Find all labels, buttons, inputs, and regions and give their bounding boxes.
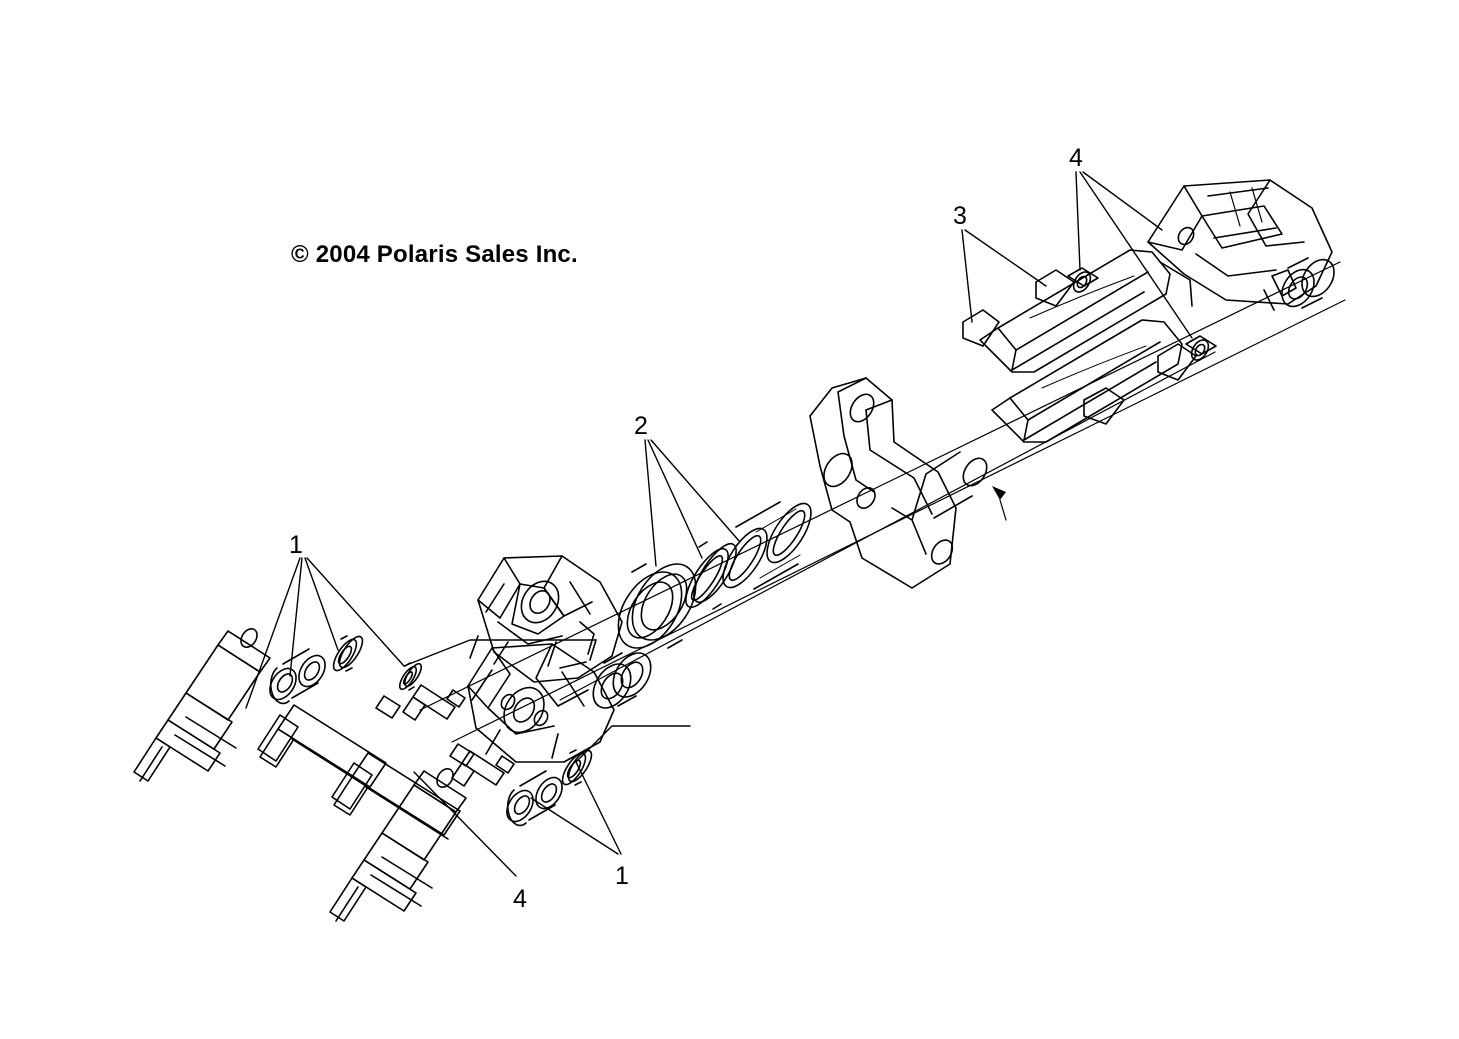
callout-3: 3: [953, 202, 967, 230]
bolt-sleeve-upper-right: [1067, 267, 1099, 293]
leader-lines: [245, 171, 1193, 877]
piston-seal-large: [617, 563, 697, 649]
hex-bolt-lower: [331, 743, 475, 840]
caliper-housing-right: [1147, 179, 1335, 311]
bushing-lower: [506, 770, 563, 827]
brake-pad-inner: [991, 319, 1197, 443]
slide-pin-upper: [133, 627, 271, 782]
brake-pad-outer: [962, 249, 1171, 373]
caliper-boss: [592, 652, 652, 709]
bleeder-screw-lower: [451, 750, 515, 787]
caliper-body: [467, 555, 623, 763]
slide-pin-lower: [329, 767, 467, 922]
callout-2: 2: [634, 412, 648, 440]
piston-1: [722, 501, 812, 590]
washer-lower-large: [561, 749, 593, 786]
copyright-notice: © 2004 Polaris Sales Inc.: [291, 241, 578, 268]
assembly-axis-lines: [419, 261, 1346, 743]
caliper-mount-bracket: [809, 377, 1007, 589]
bolt-sleeve-lower-right: [1185, 335, 1217, 361]
bushing-upper: [269, 648, 326, 705]
piston-seal-ring-1: [685, 541, 737, 610]
bleeder-screw-upper: [402, 684, 466, 721]
callout-1-bottom: 1: [615, 862, 629, 890]
callout-4-bottom: 4: [513, 885, 527, 913]
callout-4-top: 4: [1069, 144, 1083, 172]
callout-1-left: 1: [289, 531, 303, 559]
hex-bolt-upper: [257, 695, 401, 792]
washer-upper-large: [332, 635, 364, 672]
